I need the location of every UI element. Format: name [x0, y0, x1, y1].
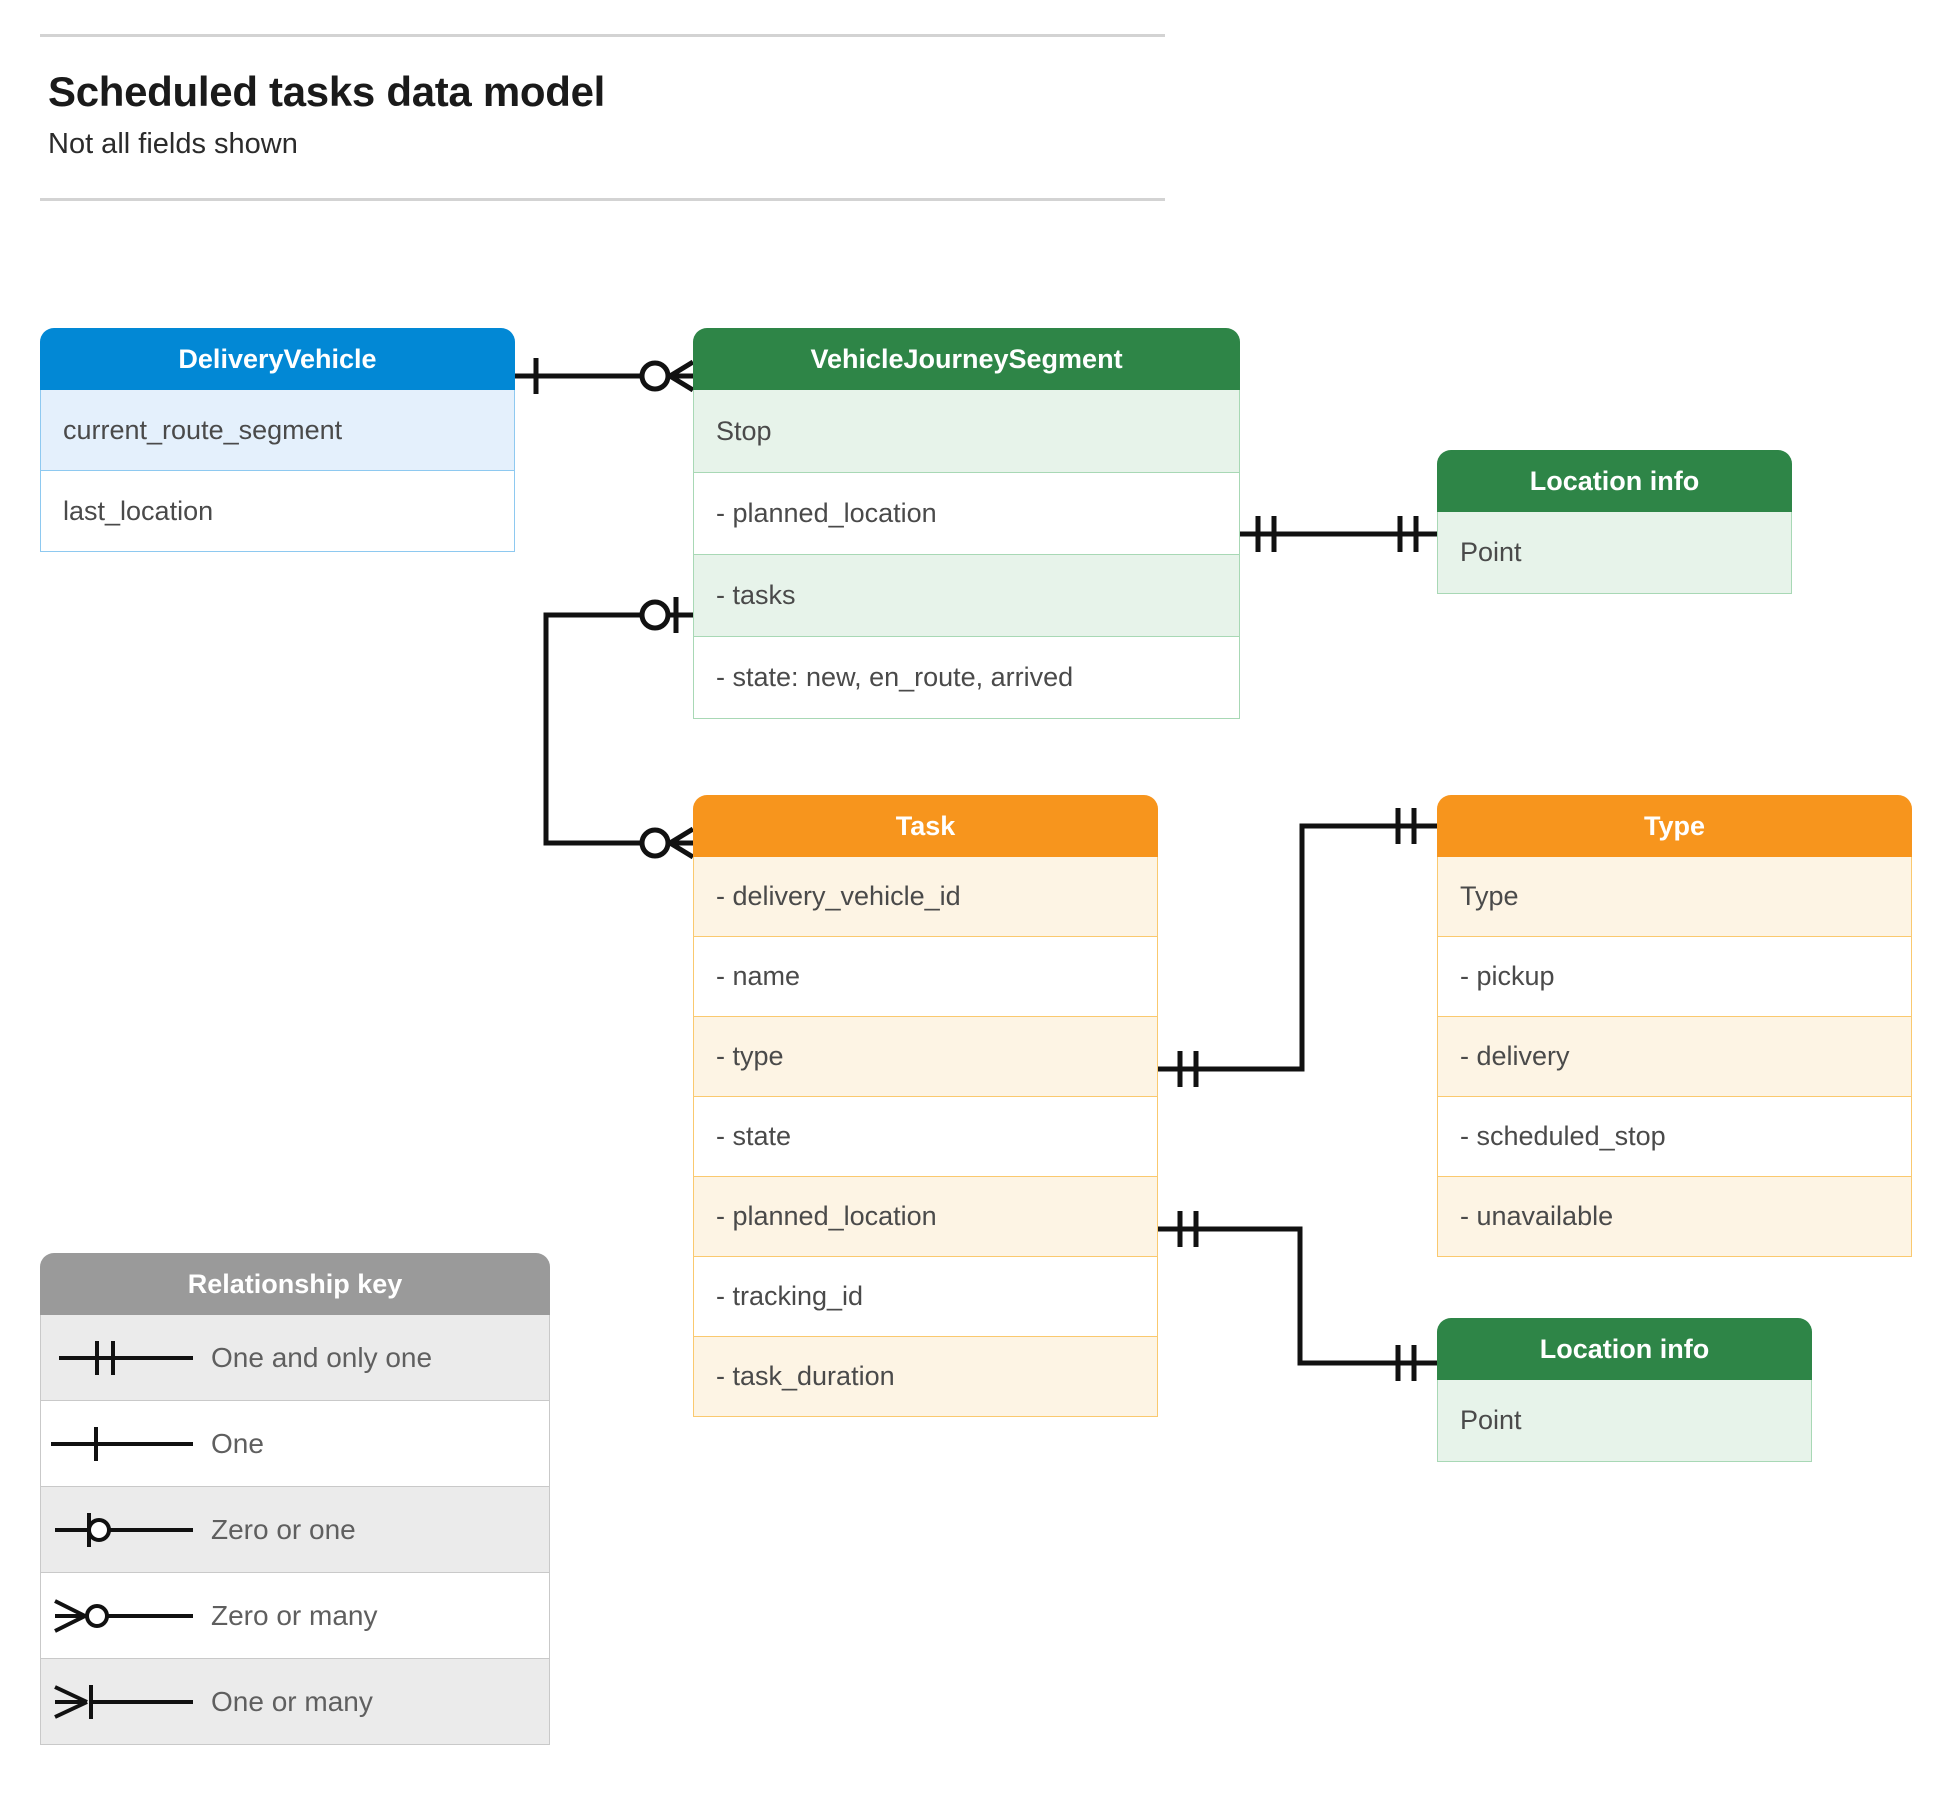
one-or-many-icon — [54, 1684, 193, 1719]
entity-row[interactable]: Point — [1437, 512, 1792, 594]
entity-row[interactable]: - delivery — [1437, 1017, 1912, 1097]
one-icon — [51, 1426, 193, 1461]
entity-row[interactable]: - task_duration — [693, 1337, 1158, 1417]
relationship-key-legend: Relationship key One and only one One — [40, 1253, 550, 1745]
entity-row[interactable]: Type — [1437, 857, 1912, 937]
entity-row[interactable]: - tracking_id — [693, 1257, 1158, 1337]
legend-item-one-or-many: One or many — [40, 1659, 550, 1745]
entity-location-info-top[interactable]: Location info Point — [1437, 450, 1792, 594]
entity-row[interactable]: - tasks — [693, 555, 1240, 637]
legend-item-label: Zero or one — [211, 1513, 356, 1545]
entity-row[interactable]: - planned_location — [693, 1177, 1158, 1257]
entity-title-location-info-bottom: Location info — [1437, 1318, 1812, 1380]
entity-title-type: Type — [1437, 795, 1912, 857]
entity-row[interactable]: - name — [693, 937, 1158, 1017]
entity-row[interactable]: - type — [693, 1017, 1158, 1097]
header-rule-bottom — [40, 198, 1165, 201]
legend-item-label: One or many — [211, 1685, 373, 1717]
entity-title-vehicle-journey-segment: VehicleJourneySegment — [693, 328, 1240, 390]
entity-title-location-info-top: Location info — [1437, 450, 1792, 512]
entity-row[interactable]: - planned_location — [693, 473, 1240, 555]
zero-or-many-icon — [54, 1598, 193, 1633]
one-and-only-one-icon — [59, 1340, 193, 1375]
legend-item-zero-or-many: Zero or many — [40, 1573, 550, 1659]
page-subtitle: Not all fields shown — [48, 128, 298, 160]
entity-vehicle-journey-segment[interactable]: VehicleJourneySegment Stop - planned_loc… — [693, 328, 1240, 719]
header-rule-top — [40, 34, 1165, 37]
legend-item-label: One and only one — [211, 1341, 433, 1373]
entity-row[interactable]: - delivery_vehicle_id — [693, 857, 1158, 937]
entity-delivery-vehicle[interactable]: DeliveryVehicle current_route_segment la… — [40, 328, 515, 552]
entity-row[interactable]: - scheduled_stop — [1437, 1097, 1912, 1177]
entity-row[interactable]: current_route_segment — [40, 390, 515, 471]
legend-item-one: One — [40, 1401, 550, 1487]
legend-item-zero-or-one: Zero or one — [40, 1487, 550, 1573]
page-title: Scheduled tasks data model — [48, 68, 606, 115]
entity-type[interactable]: Type Type - pickup - delivery - schedule… — [1437, 795, 1912, 1257]
entity-row[interactable]: - state: new, en_route, arrived — [693, 637, 1240, 719]
entity-title-task: Task — [693, 795, 1158, 857]
legend-item-label: Zero or many — [211, 1599, 378, 1631]
entity-row[interactable]: last_location — [40, 471, 515, 552]
entity-title-delivery-vehicle: DeliveryVehicle — [40, 328, 515, 390]
entity-row[interactable]: Stop — [693, 390, 1240, 473]
legend-item-one-and-only-one: One and only one — [40, 1315, 550, 1401]
entity-row[interactable]: - pickup — [1437, 937, 1912, 1017]
entity-row[interactable]: - unavailable — [1437, 1177, 1912, 1257]
legend-title: Relationship key — [40, 1253, 550, 1315]
entity-task[interactable]: Task - delivery_vehicle_id - name - type… — [693, 795, 1158, 1417]
legend-item-label: One — [211, 1427, 264, 1459]
zero-or-one-icon — [55, 1512, 193, 1547]
entity-row[interactable]: - state — [693, 1097, 1158, 1177]
entity-location-info-bottom[interactable]: Location info Point — [1437, 1318, 1812, 1462]
entity-row[interactable]: Point — [1437, 1380, 1812, 1462]
